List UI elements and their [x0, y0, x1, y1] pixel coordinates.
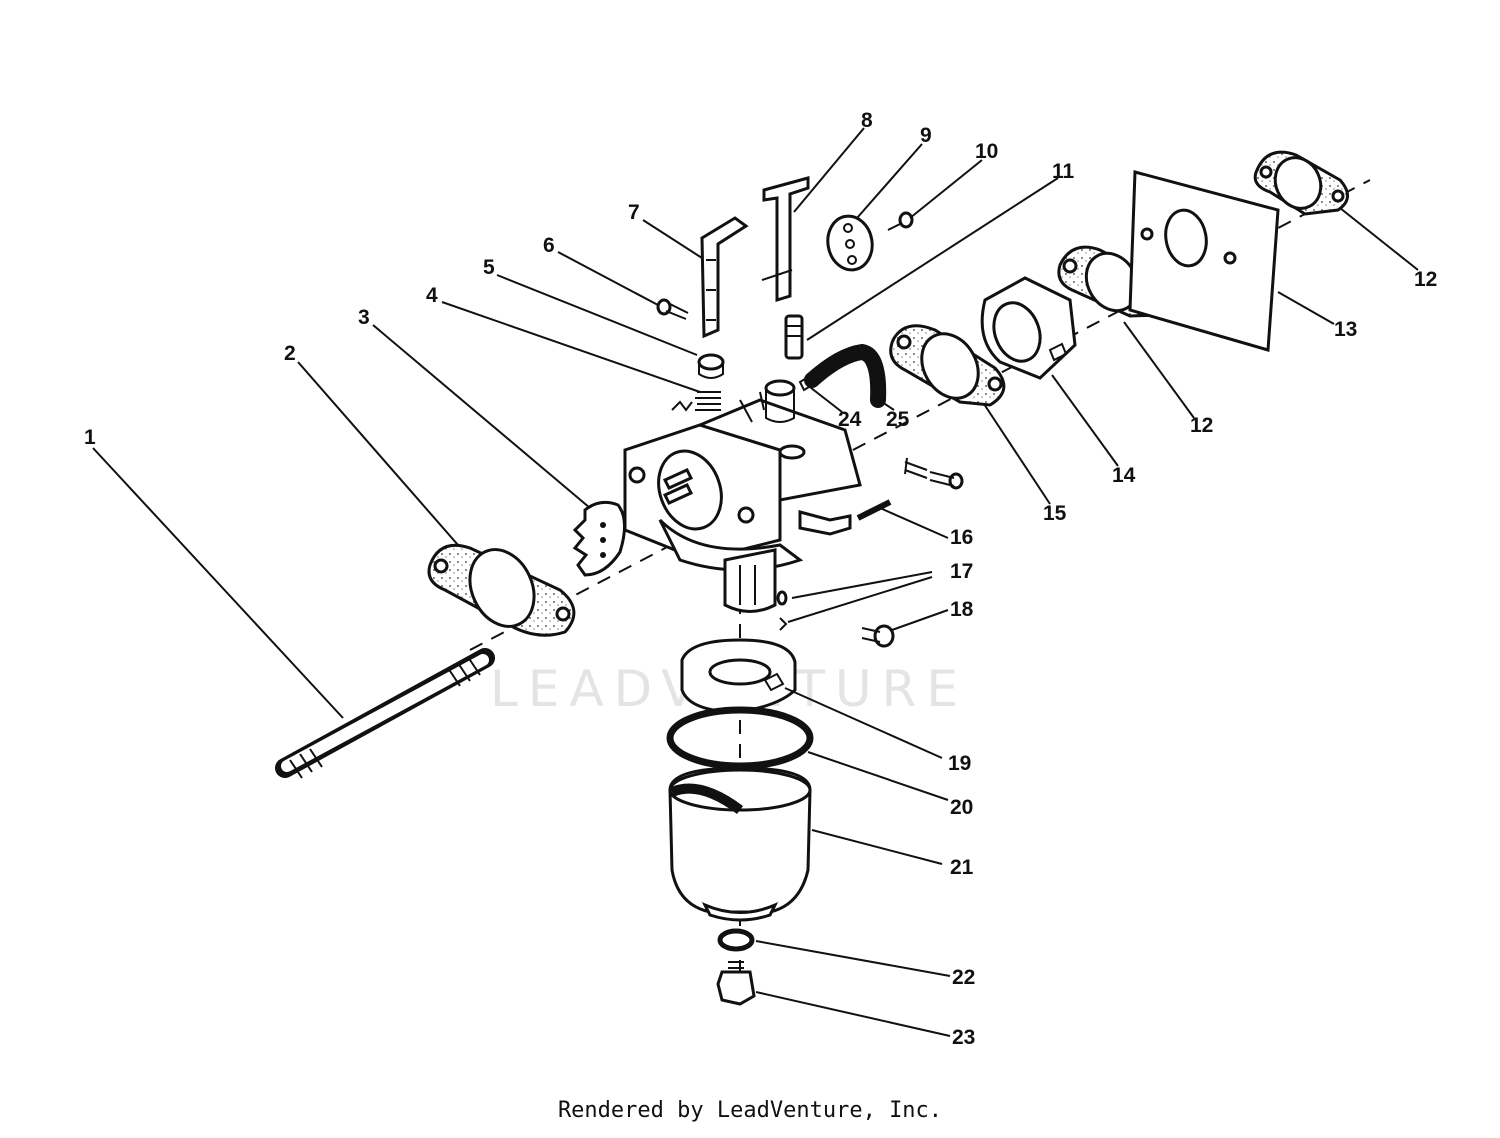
callout-21: 21 [950, 856, 974, 879]
part-15-gasket [889, 324, 1006, 407]
part-22-washer [717, 928, 755, 952]
callout-19: 19 [948, 752, 971, 775]
callout-2: 2 [284, 342, 296, 365]
part-10-screw [887, 211, 914, 231]
part-18-screw [861, 624, 895, 648]
callout-20: 20 [950, 796, 973, 819]
part-17-seals [776, 590, 788, 631]
part-12-gasket-top [1253, 150, 1349, 216]
part-3-throttle-plate [572, 500, 626, 577]
part-9-choke-plate [826, 214, 874, 272]
callout-labels: 1 2 3 4 5 6 7 8 9 10 11 12 13 12 14 15 1… [84, 109, 1437, 1049]
part-7-throttle-shaft [700, 216, 749, 339]
part-2-gasket [427, 543, 576, 637]
part-23-bowl-nut [716, 961, 756, 1006]
part-19-float [680, 638, 797, 714]
part-4-spring [671, 391, 721, 412]
credit-footer: Rendered by LeadVenture, Inc. [557, 1098, 943, 1123]
part-20-bowl-gasket [666, 706, 814, 770]
idle-screw [904, 457, 964, 490]
leader-lines [92, 127, 1419, 1037]
part-14-spacer-block [980, 276, 1077, 380]
callout-18: 18 [950, 598, 974, 621]
part-6-screw [656, 298, 689, 320]
part-5-bushing [697, 353, 725, 379]
callout-24: 24 [838, 408, 862, 431]
callout-10: 10 [975, 140, 998, 163]
callout-23: 23 [952, 1026, 975, 1049]
callout-1: 1 [84, 426, 96, 449]
callout-13: 13 [1334, 318, 1357, 341]
callout-4: 4 [426, 284, 438, 307]
part-16-pin [856, 499, 892, 521]
callout-15: 15 [1043, 502, 1067, 525]
callout-11: 11 [1052, 160, 1075, 183]
part-1-stud [275, 648, 495, 779]
callout-25: 25 [886, 408, 910, 431]
part-8-choke-shaft [761, 176, 810, 303]
callout-9: 9 [920, 124, 932, 147]
callout-7: 7 [628, 201, 640, 224]
callout-16: 16 [950, 526, 973, 549]
part-25-hose [804, 343, 887, 408]
callout-5: 5 [483, 256, 495, 279]
part-11-fitting [784, 314, 804, 360]
callout-8: 8 [861, 109, 873, 132]
callout-12-middle: 12 [1190, 414, 1213, 437]
callout-12-top: 12 [1414, 268, 1437, 291]
callout-3: 3 [358, 306, 370, 329]
callout-17: 17 [950, 560, 973, 583]
callout-14: 14 [1112, 464, 1136, 487]
callout-6: 6 [543, 234, 555, 257]
part-13-plate [1128, 170, 1280, 352]
part-21-float-bowl [668, 766, 812, 922]
callout-22: 22 [952, 966, 975, 989]
carburetor-body [623, 379, 862, 613]
